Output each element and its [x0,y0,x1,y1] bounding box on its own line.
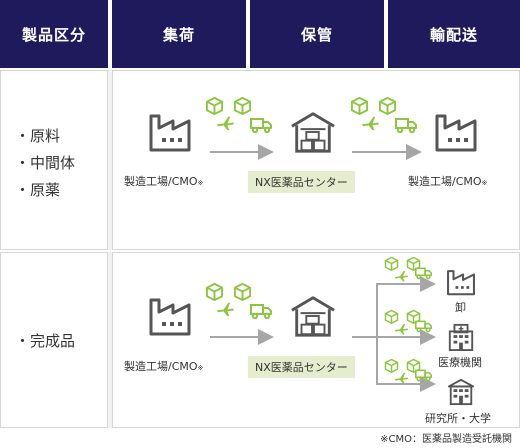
truck-icon [250,118,272,134]
truck-icon [250,304,272,320]
row1-flow-cell [112,70,520,250]
plane-icon [361,116,380,131]
school-icon [447,378,475,406]
branch-arrow [352,276,436,338]
dest-research-label: 研究所・大学 [425,412,491,425]
header-storage: 保管 [250,0,384,68]
row2-flow-cell [112,252,520,428]
box-icon [350,96,369,115]
box-icon [205,96,224,115]
box-icon [384,309,399,324]
header-category: 製品区分 [0,0,108,68]
row1-panel: 原料 中間体 原薬 [0,70,520,250]
dest-wholesaler-label: 卸 [455,301,466,314]
row1-product-item: 原料 [15,123,75,150]
header-delivery: 輸配送 [388,0,520,68]
row2-center-label: NX医薬品センター [248,356,355,378]
dest-medical-label: 医療機関 [438,356,482,369]
hospital-icon [448,323,474,351]
box-icon [378,96,397,115]
truck-icon [395,118,417,134]
row1-center-label: NX医薬品センター [248,171,355,193]
row1-product-item: 原薬 [15,177,75,204]
box-icon [233,96,252,115]
plane-icon [394,271,409,282]
footnote: ※CMO：医薬品製造受託機関 [380,434,512,445]
plane-icon [216,116,235,131]
plane-icon [216,302,235,317]
plane-icon [394,373,409,384]
row1-product-item: 中間体 [15,150,75,177]
truck-icon [415,320,432,333]
factory-icon [149,298,191,336]
factory-icon [149,114,191,152]
row2-product-list: 完成品 [15,328,75,355]
row1-product-list: 原料 中間体 原薬 [15,123,75,204]
warehouse-icon [290,296,336,337]
warehouse-icon [290,112,336,153]
row1-category-cell: 原料 中間体 原薬 [0,70,108,250]
plane-icon [394,324,409,335]
row1-dest-label: 製造工場/CMO※ [408,175,488,188]
box-icon [384,358,399,373]
box-icon [384,256,399,271]
truck-icon [415,369,432,382]
branch-arrow [376,337,436,392]
header-collection: 集荷 [112,0,246,68]
factory-icon [446,270,476,296]
row2-product-item: 完成品 [15,328,75,355]
factory-icon [435,114,477,152]
row2-category-cell: 完成品 [0,252,108,428]
row1-source-label: 製造工場/CMO※ [124,175,204,188]
row2-source-label: 製造工場/CMO※ [124,360,204,373]
box-icon [205,282,224,301]
truck-icon [415,267,432,280]
box-icon [233,282,252,301]
